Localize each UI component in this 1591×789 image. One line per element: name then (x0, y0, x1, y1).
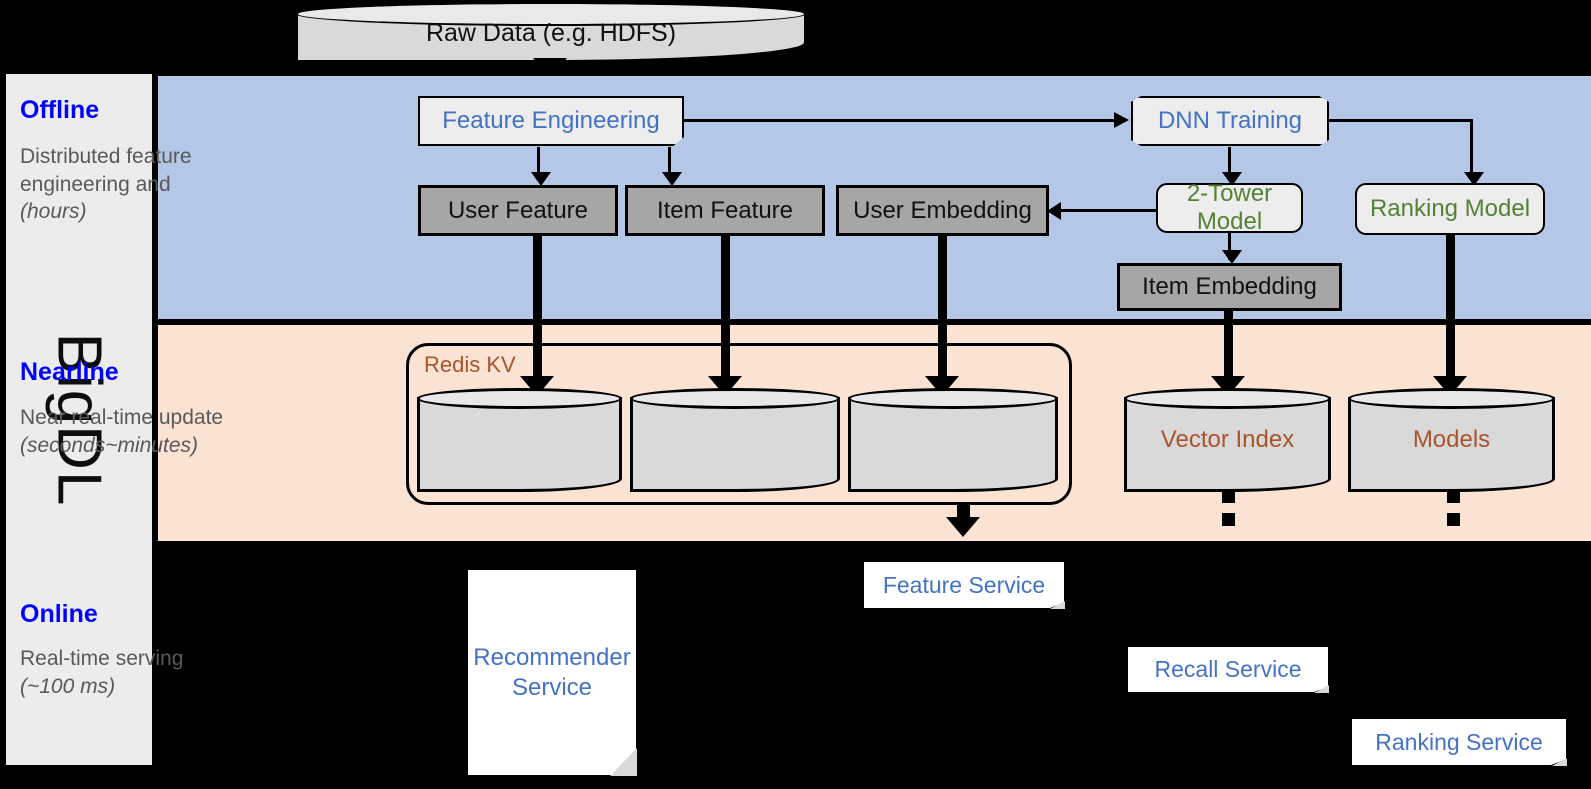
nearline-subtitle: Near real-time update (seconds~minutes) (20, 406, 224, 457)
line-dnn-2tower (1228, 147, 1231, 174)
line-2tower-userembedding (1060, 209, 1158, 212)
raw-data-cylinder-top (296, 2, 806, 26)
vector-index-cylinder[interactable]: Vector Index (1124, 388, 1331, 492)
cyl-top (848, 388, 1058, 409)
node-item-feature[interactable]: Item Feature (625, 185, 825, 236)
online-title: Online (20, 600, 98, 628)
pipe-ranking-models (1446, 235, 1455, 386)
offline-subtitle: Distributed feature engineering and (hou… (20, 145, 192, 224)
arrowhead-dnn-2tower (1222, 172, 1242, 186)
store-cylinder-label-1 (417, 388, 622, 492)
arrowhead-2tower-userembedding (1047, 202, 1061, 220)
cyl-top (1348, 388, 1555, 409)
arrowhead-fe-itemfeature (662, 172, 682, 186)
cyl-top (630, 388, 840, 409)
node-dnn-training[interactable]: DNN Training (1131, 96, 1329, 146)
line-fe-itemfeature (668, 147, 671, 174)
pipe-itemfeature-store (721, 236, 730, 386)
redis-kv-label: Redis KV (424, 352, 516, 377)
arrowhead-redis-featureservice (946, 517, 980, 537)
cyl-top (417, 388, 622, 409)
connector-dot-vectorindex-2 (1222, 513, 1235, 526)
cyl-body (1348, 397, 1555, 492)
offline-title: Offline (20, 96, 100, 124)
arrow-rawdata-fe-head (533, 58, 567, 78)
card-feature-service[interactable]: Feature Service (864, 562, 1064, 608)
store-cylinder-label-3 (848, 388, 1058, 492)
line-dnn-ranking-h (1329, 119, 1473, 122)
node-ranking-model[interactable]: Ranking Model (1355, 183, 1545, 235)
cyl-body (848, 397, 1058, 492)
line-fe-to-dnn (684, 119, 1114, 122)
online-subtitle: Real-time serving (~100 ms) (20, 647, 184, 698)
pipe-userembedding-store (938, 236, 947, 386)
vector-index-label: Vector Index (1160, 426, 1295, 453)
pipe-userfeature-store (533, 236, 542, 386)
store-cylinder-user-embedding[interactable] (848, 388, 1058, 492)
card-recommender-service[interactable]: Recommender Service (468, 570, 636, 775)
connector-dot-models-2 (1447, 513, 1460, 526)
cyl-body (417, 397, 622, 492)
node-2tower-model[interactable]: 2-Tower Model (1156, 180, 1303, 235)
store-cylinder-user-feature[interactable] (417, 388, 622, 492)
card-ranking-service[interactable]: Ranking Service (1352, 719, 1566, 765)
arrowhead-fe-userfeature (531, 172, 551, 186)
connector-dot-models-1 (1447, 490, 1460, 503)
arrowhead-fe-to-dnn (1114, 112, 1129, 128)
pipe-itememb-vectorindex (1224, 311, 1233, 386)
node-user-embedding[interactable]: User Embedding (836, 185, 1049, 236)
line-2tower-itememb (1228, 233, 1231, 260)
redis-kv-container (406, 343, 1072, 505)
raw-data-cylinder: Raw Data (e.g. HDFS) (296, 2, 806, 62)
raw-data-label: Raw Data (e.g. HDFS) (425, 18, 677, 47)
bigdl-rail: BigDL (6, 74, 152, 765)
cyl-body (630, 397, 840, 492)
nearline-title: Nearline (20, 358, 119, 386)
node-feature-engineering[interactable]: Feature Engineering (418, 96, 684, 146)
node-user-feature[interactable]: User Feature (418, 185, 618, 236)
connector-dot-redis-featureservice (957, 505, 970, 518)
line-dnn-ranking-v (1470, 119, 1473, 174)
models-cylinder[interactable]: Models (1348, 388, 1555, 492)
line-fe-userfeature (537, 147, 540, 174)
cyl-top (1124, 388, 1331, 409)
connector-dot-vectorindex-1 (1222, 490, 1235, 503)
arrowhead-dnn-ranking (1464, 172, 1484, 186)
node-item-embedding[interactable]: Item Embedding (1117, 263, 1342, 311)
store-cylinder-item-feature[interactable] (630, 388, 840, 492)
models-label: Models (1412, 426, 1491, 453)
arrowhead-2tower-itememb (1222, 250, 1242, 264)
card-recall-service[interactable]: Recall Service (1128, 647, 1328, 692)
store-cylinder-label-2 (630, 388, 840, 492)
